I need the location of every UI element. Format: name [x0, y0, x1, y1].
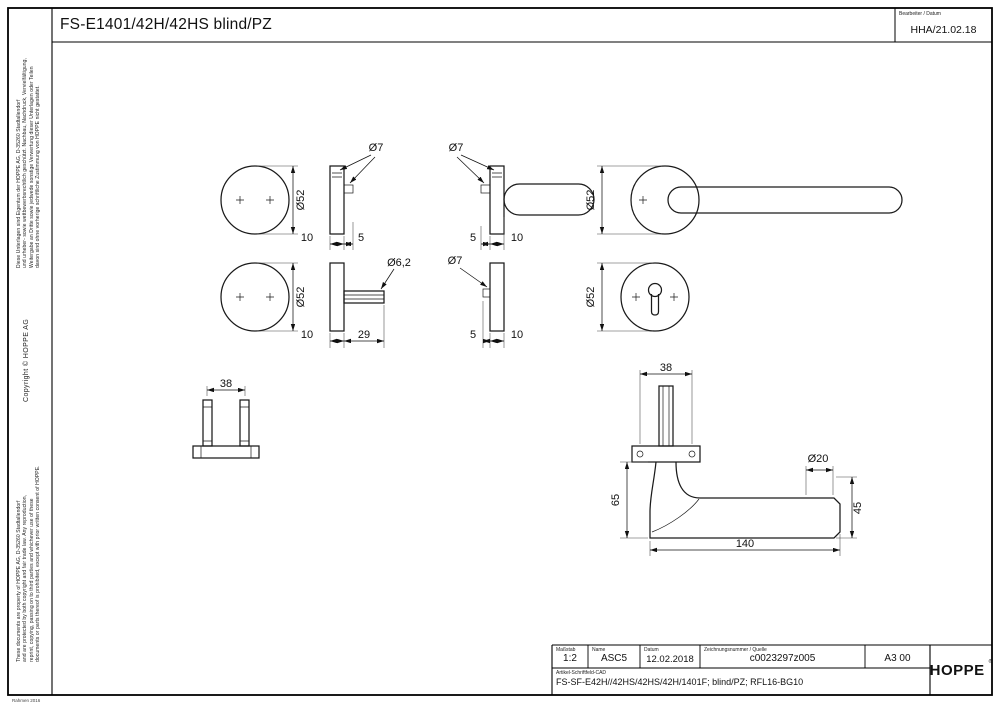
dim-label-d38: 38 — [220, 378, 232, 390]
dim-label-d140: 140 — [736, 538, 754, 550]
view-rose-side-1: Ø7 10 5 — [301, 142, 383, 250]
dim-label-d10: 10 — [511, 232, 523, 244]
view-handle-front: Ø52 — [585, 165, 903, 235]
dim-label-d52: Ø52 — [585, 287, 597, 308]
editor-date-value: HHA/21.02.18 — [910, 24, 977, 36]
legal-english-line: documents or parts thereof is prohibited… — [35, 465, 42, 662]
scale-label: Maßstab — [556, 647, 576, 653]
page-title: FS-E1401/42H/42HS blind/PZ — [60, 16, 272, 33]
dim-label-d5: 5 — [358, 232, 364, 244]
view-handle-assembly: 38 65 140 Ø20 45 — [610, 362, 864, 556]
article-field-value: FS-SF-E42H//42HS/42HS/42H/1401F; blind/P… — [556, 677, 804, 687]
date-value: 12.02.2018 — [646, 654, 694, 665]
dim-label-d29: 29 — [358, 329, 370, 341]
dim-label-d7: Ø7 — [449, 142, 464, 154]
view-blind-rose-front-1: Ø52 — [220, 165, 307, 235]
dim-label-d5: 5 — [470, 232, 476, 244]
date-label: Datum — [644, 647, 659, 653]
dim-label-d10: 10 — [301, 232, 313, 244]
legal-german-line: und urheber- sowie wettbewerbsrechtlich … — [22, 57, 29, 268]
view-pz-rose-front: Ø52 — [585, 262, 690, 332]
view-mounting-bracket: 38 — [192, 378, 260, 459]
view-handle-side: Ø7 5 10 — [449, 142, 595, 250]
dim-label-d7: Ø7 — [369, 142, 384, 154]
hoppe-logo-text: HOPPE — [929, 661, 985, 679]
view-rose-side-spindle: Ø6,2 10 29 — [301, 257, 411, 348]
dim-label-d10: 10 — [511, 329, 523, 341]
sheet-frame — [7, 7, 993, 696]
frame-version-note: Rahmen 2016 — [12, 698, 41, 703]
drawing-number-value: c0023297z005 — [749, 653, 816, 664]
format-value: A3 00 — [884, 653, 911, 664]
dim-label-d5: 5 — [470, 329, 476, 341]
scale-value: 1:2 — [563, 653, 577, 664]
editor-date-label: Bearbeiter / Datum — [899, 11, 941, 17]
dim-label-d65: 65 — [610, 494, 622, 506]
name-label: Name — [592, 647, 606, 653]
dim-label-d52: Ø52 — [295, 190, 307, 211]
dim-label-d7: Ø7 — [448, 255, 463, 267]
view-rose-side-2: Ø7 5 10 — [448, 255, 523, 348]
dim-label-d6_2: Ø6,2 — [387, 257, 411, 269]
name-value: ASC5 — [600, 653, 628, 664]
article-field-label: Artikel-Schriftfeld-CAD — [556, 670, 607, 676]
dim-label-d20: Ø20 — [808, 453, 829, 465]
view-blind-rose-front-2: Ø52 — [220, 262, 307, 332]
drawing-number-label: Zeichnungsnummer / Quelle — [704, 647, 767, 653]
dim-label-d38: 38 — [660, 362, 672, 374]
legal-text-english: These documents are property of HOPPE AG… — [16, 444, 42, 662]
registered-mark: ® — [988, 659, 993, 665]
hoppe-logo: HOPPE ® — [929, 645, 993, 695]
copyright-text: Copyright © HOPPE AG — [23, 318, 30, 402]
legal-text-german: Diese Unterlagen sind Eigentum der HOPPE… — [16, 56, 42, 268]
dim-label-d52: Ø52 — [585, 190, 597, 211]
dim-label-d45: 45 — [852, 502, 864, 514]
legal-german-line: davon sind ohne vorherige schriftliche Z… — [35, 85, 42, 268]
dim-label-d10: 10 — [301, 329, 313, 341]
dim-label-d52: Ø52 — [295, 287, 307, 308]
